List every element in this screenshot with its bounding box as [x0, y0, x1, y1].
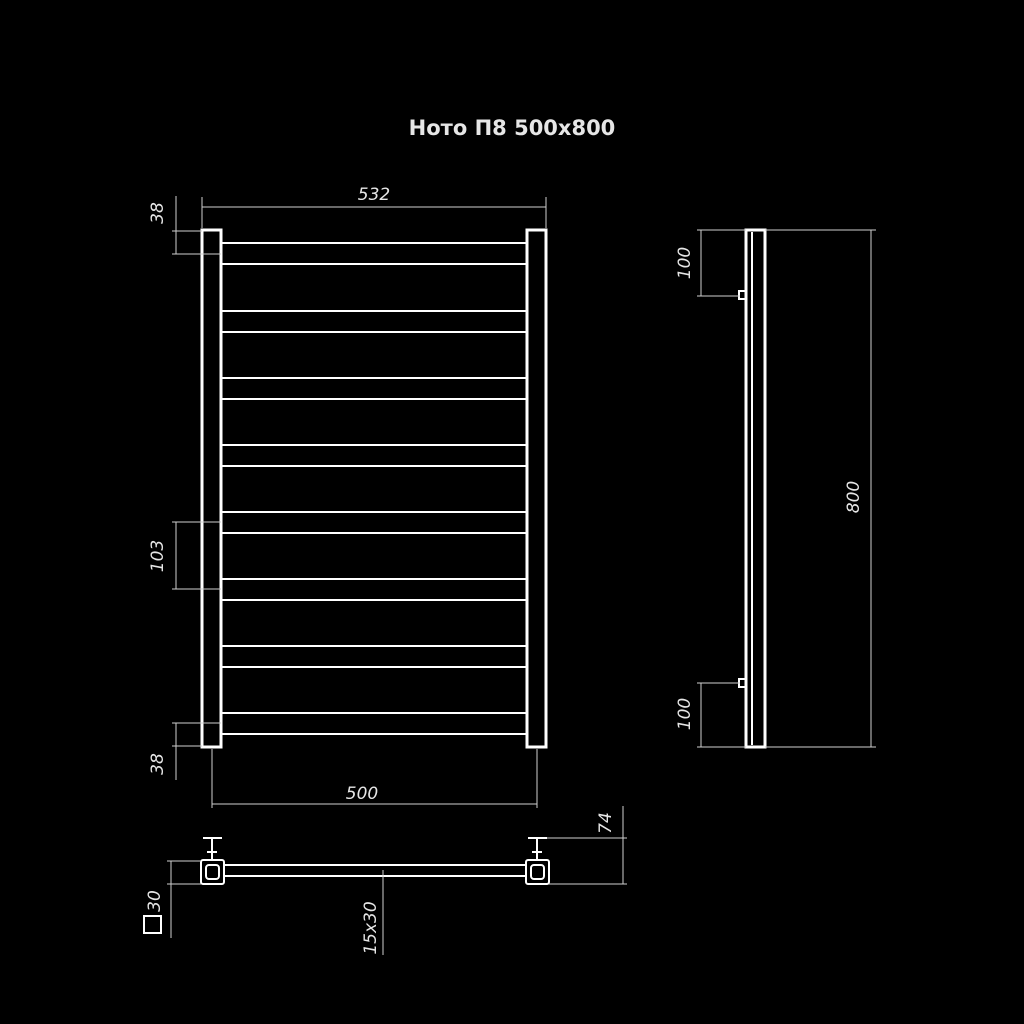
side-post	[744, 228, 767, 749]
dimension-532: 532	[201, 185, 547, 228]
rungs	[220, 242, 528, 735]
side-view: 800 100 100	[675, 228, 876, 749]
square-profile-icon	[143, 915, 162, 934]
dimension-800: 800	[765, 229, 876, 748]
rung	[220, 377, 528, 400]
rung	[220, 242, 528, 265]
dimension-103: 103	[148, 521, 221, 590]
dim-bottom-offset-label: 38	[148, 753, 168, 775]
rung	[220, 444, 528, 467]
rung	[220, 511, 528, 534]
plan-rung	[223, 864, 527, 877]
dimension-74: 74	[547, 806, 627, 885]
rung	[220, 578, 528, 601]
right-post	[525, 228, 548, 749]
dim-profile-label: 30	[145, 890, 165, 912]
dim-bottom-width-label: 500	[346, 784, 378, 804]
dimension-100-top: 100	[675, 229, 746, 297]
dim-bottom-mount-label: 100	[675, 698, 695, 730]
rung	[220, 712, 528, 735]
dimension-38-top: 38	[148, 196, 221, 255]
plan-left-post	[200, 837, 225, 885]
top-mount-bracket	[738, 290, 747, 300]
drawing-title: Ното П8 500х800	[409, 116, 616, 140]
dim-top-offset-label: 38	[148, 202, 168, 224]
dimension-30: 30	[143, 860, 201, 938]
dim-bar-profile-label: 15x30	[361, 901, 381, 954]
dim-top-mount-label: 100	[675, 247, 695, 279]
dimension-38-bottom: 38	[148, 722, 221, 780]
dim-height-label: 800	[844, 481, 864, 513]
dim-top-width-label: 532	[358, 185, 390, 205]
rung	[220, 645, 528, 668]
dim-depth-label: 74	[596, 812, 616, 834]
rung	[220, 310, 528, 333]
plan-view: 74 30 15x30	[143, 806, 627, 955]
dim-mid-spacing-label: 103	[148, 540, 168, 572]
dimension-100-bottom: 100	[675, 682, 746, 748]
plan-right-post	[525, 837, 550, 885]
front-view: 532 38 103 38 500	[148, 185, 548, 808]
left-post	[200, 228, 223, 749]
dimension-15x30: 15x30	[361, 870, 384, 955]
dimension-500: 500	[211, 749, 538, 808]
